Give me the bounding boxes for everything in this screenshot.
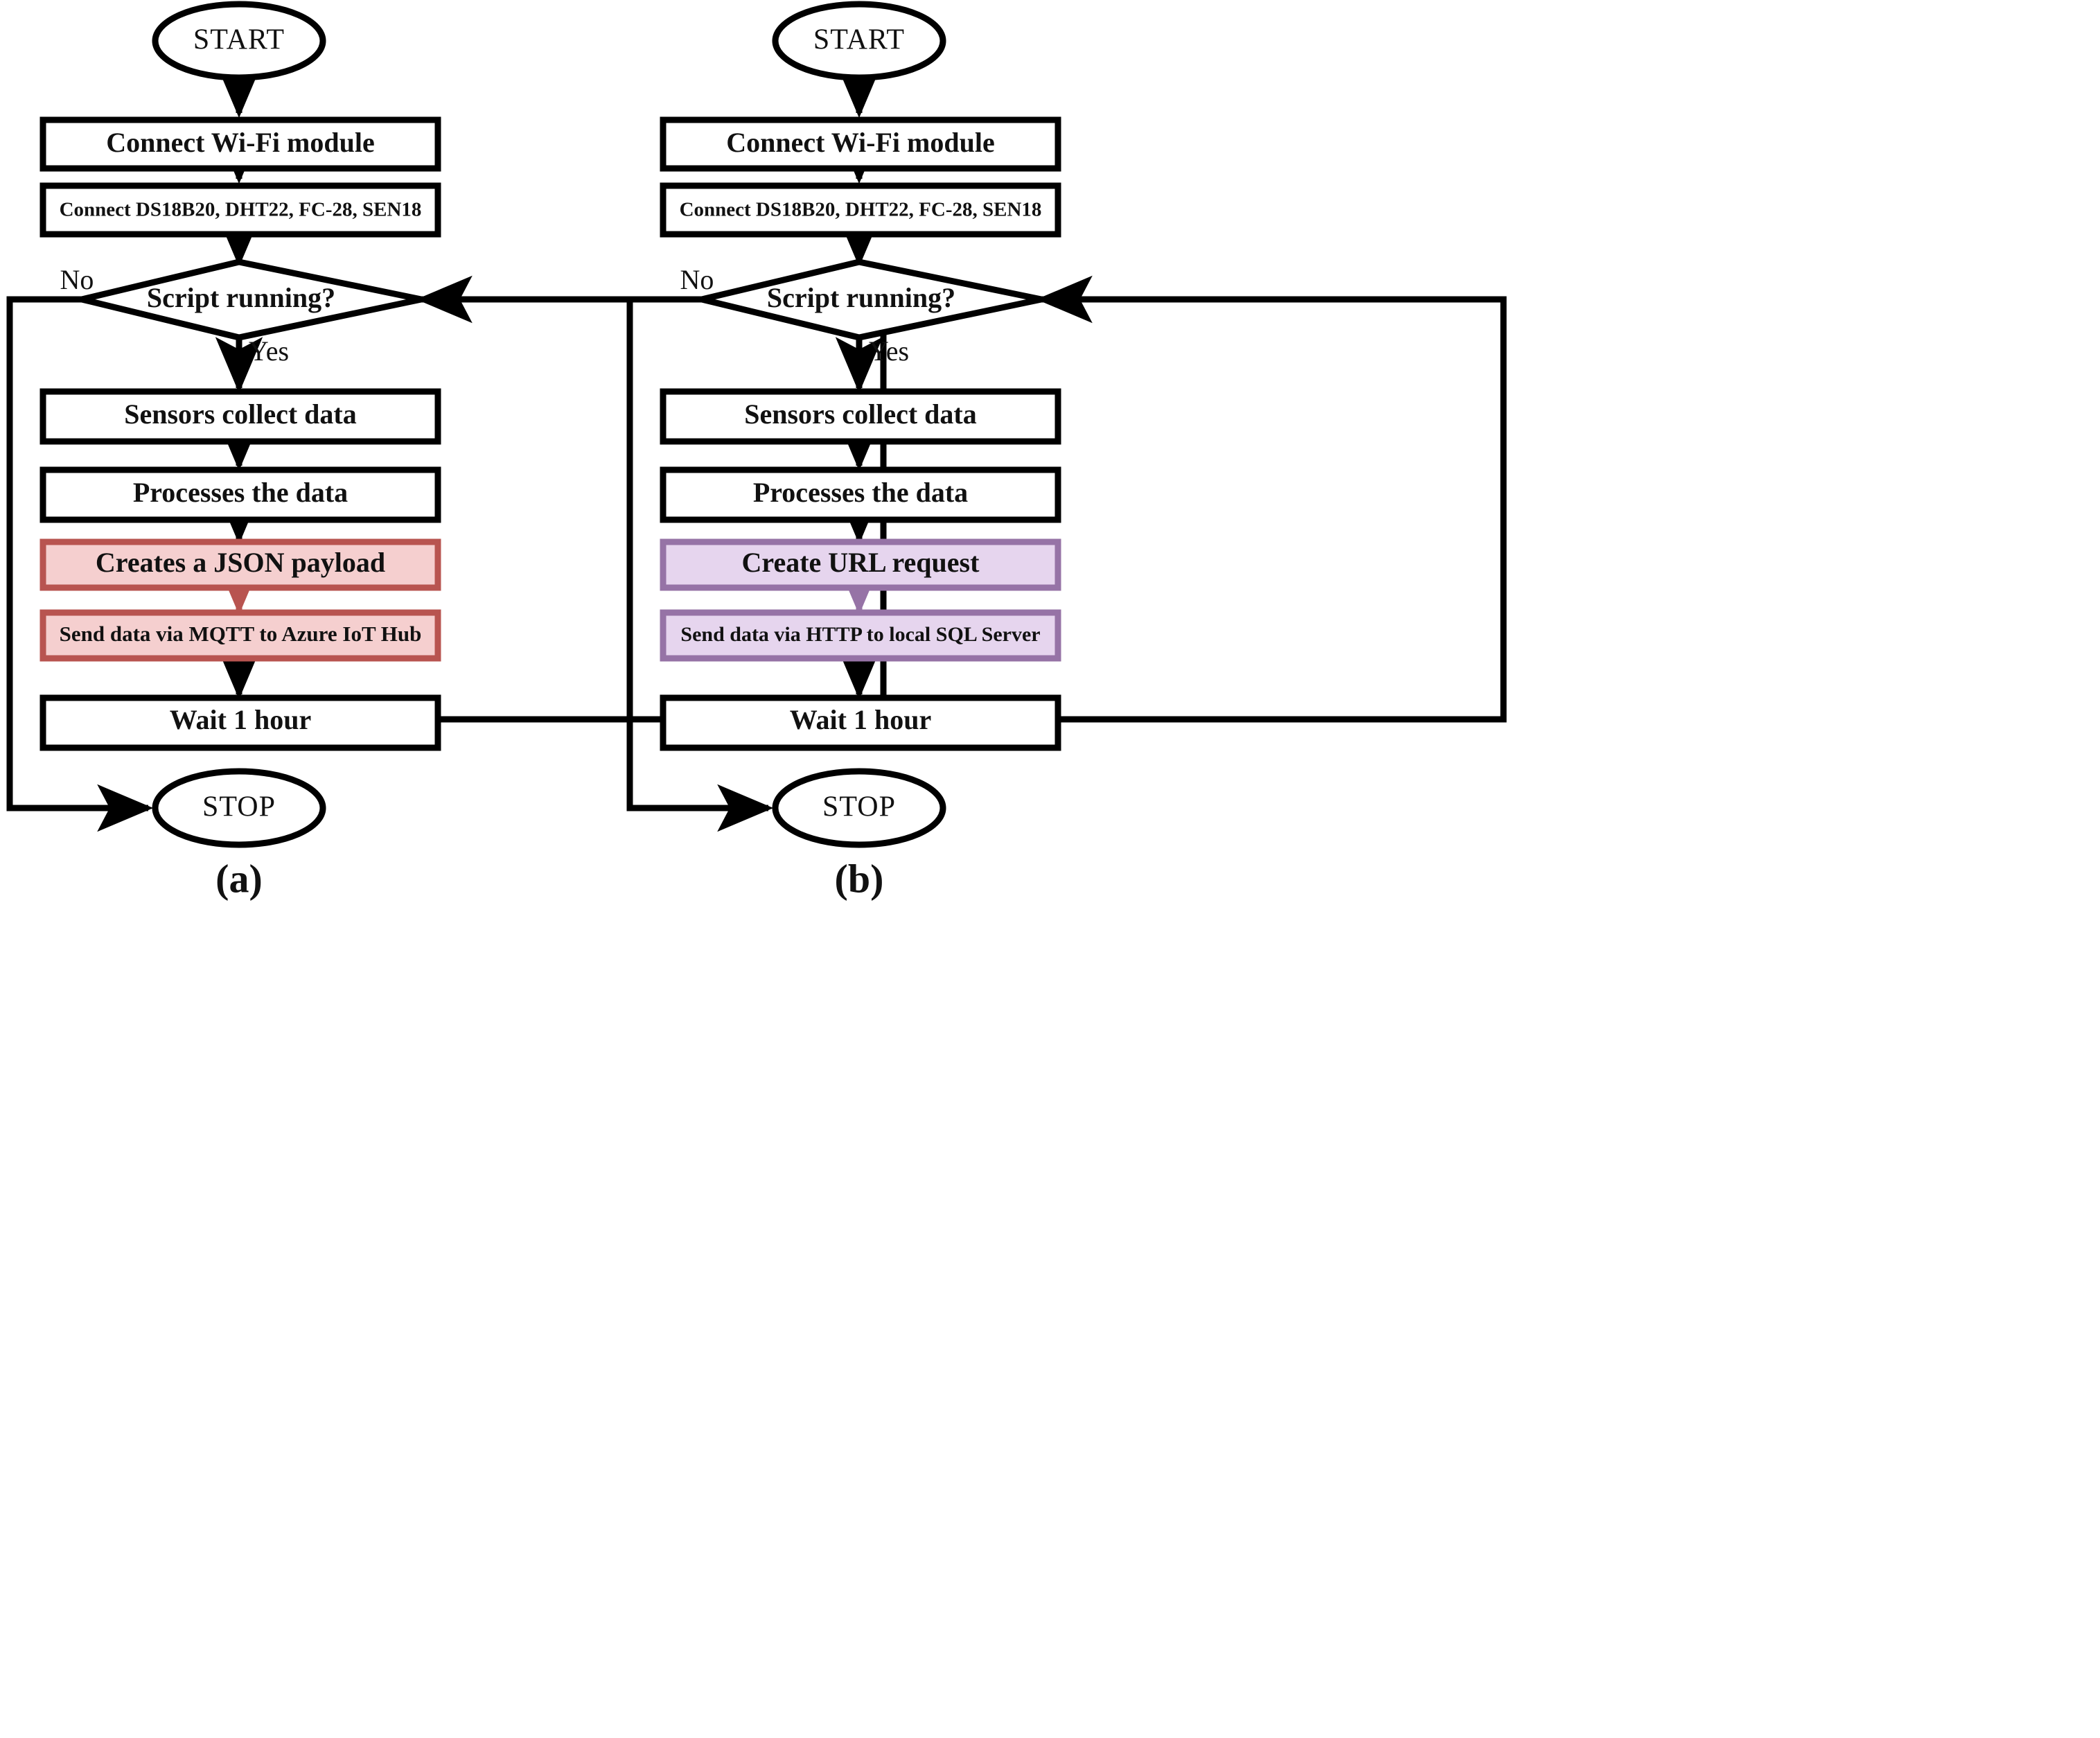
node-b-collect-label: Sensors collect data <box>744 398 977 430</box>
panel-a-caption: (a) <box>215 856 263 901</box>
node-b-payload <box>660 538 1061 591</box>
node-b-decide-label: Script running? <box>767 282 955 313</box>
node-b-wifi-label: Connect Wi-Fi module <box>726 127 994 158</box>
node-a-decide <box>80 258 422 341</box>
edge-b-decide-no-to-stop <box>626 296 774 832</box>
edge-label-b-no: No <box>680 264 714 295</box>
node-a-stop <box>152 768 326 848</box>
node-a-process <box>39 466 441 523</box>
node-a-send <box>39 609 441 662</box>
node-b-process <box>660 466 1061 523</box>
edge-label-a-yes: Yes <box>249 335 289 367</box>
node-b-decide <box>700 258 1042 341</box>
node-a-collect <box>39 388 441 445</box>
node-a-wait <box>39 694 441 751</box>
node-a-payload-label: Creates a JSON payload <box>96 547 385 578</box>
node-a-send-label: Send data via MQTT to Azure IoT Hub <box>60 622 422 646</box>
node-b-payload-label: Create URL request <box>742 547 980 578</box>
node-a-start-label: START <box>193 24 285 56</box>
node-b-wait <box>660 694 1061 751</box>
node-b-sensors <box>660 182 1061 238</box>
node-b-collect <box>660 388 1061 445</box>
edge-a-decide-no-to-stop <box>6 296 154 832</box>
node-a-process-label: Processes the data <box>133 477 348 508</box>
node-b-stop <box>772 768 946 848</box>
node-a-wifi-label: Connect Wi-Fi module <box>106 127 374 158</box>
edge-label-a-no: No <box>60 264 94 295</box>
node-b-start-label: START <box>813 24 905 56</box>
node-a-wait-label: Wait 1 hour <box>170 704 311 735</box>
node-b-send <box>660 609 1061 662</box>
node-a-payload <box>39 538 441 591</box>
node-a-sensors <box>39 182 441 238</box>
panel-a: START Connect Wi-Fi module Connect DS18B… <box>6 1 887 901</box>
node-a-start <box>152 1 326 81</box>
node-a-wifi <box>39 116 441 172</box>
node-b-wifi <box>660 116 1061 172</box>
node-b-wait-label: Wait 1 hour <box>790 704 931 735</box>
node-b-send-label: Send data via HTTP to local SQL Server <box>680 623 1040 646</box>
panel-b-caption: (b) <box>835 856 884 901</box>
node-b-start <box>772 1 946 81</box>
edge-label-b-yes: Yes <box>869 335 909 367</box>
node-a-stop-label: STOP <box>202 791 276 823</box>
node-b-sensors-label: Connect DS18B20, DHT22, FC-28, SEN18 <box>680 199 1042 221</box>
node-b-stop-label: STOP <box>822 791 896 823</box>
edge-b-wait-to-decide-loop <box>1036 275 1507 723</box>
node-b-process-label: Processes the data <box>753 477 968 508</box>
node-a-decide-label: Script running? <box>147 282 335 313</box>
node-a-sensors-label: Connect DS18B20, DHT22, FC-28, SEN18 <box>60 199 422 221</box>
node-a-collect-label: Sensors collect data <box>124 398 357 430</box>
panel-b: START Connect Wi-Fi module Connect DS18B… <box>626 1 1507 901</box>
